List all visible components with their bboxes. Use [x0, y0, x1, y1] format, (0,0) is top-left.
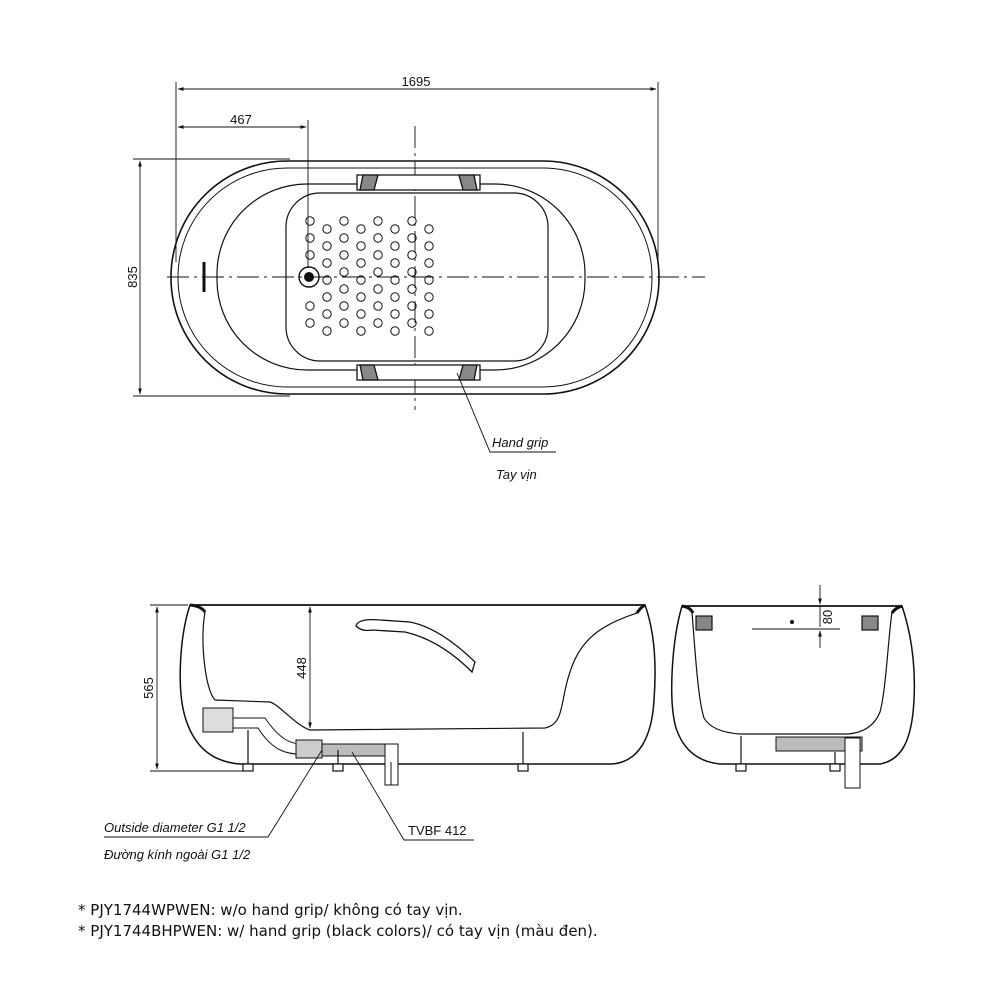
anti-slip-dot: [424, 292, 434, 302]
anti-slip-dot: [390, 258, 400, 268]
anti-slip-dot: [356, 258, 366, 268]
anti-slip-dot: [373, 284, 383, 294]
end-view: [671, 585, 916, 789]
anti-slip-dot: [390, 241, 400, 251]
label-hand-grip-en: Hand grip: [492, 435, 548, 450]
leader-hand-grip: [456, 372, 556, 453]
notes: * PJY1744WPWEN: w/o hand grip/ không có …: [78, 900, 598, 942]
anti-slip-dot: [424, 309, 434, 319]
drain-trap: [295, 739, 399, 786]
anti-slip-dot: [407, 284, 417, 294]
dim-label-drain-offset: 467: [230, 112, 252, 127]
side-hand-grip: [355, 618, 476, 674]
anti-slip-dot: [322, 275, 332, 285]
anti-slip-dot: [339, 301, 349, 311]
anti-slip-dot: [322, 326, 332, 336]
anti-slip-dot: [322, 224, 332, 234]
anti-slip-dot: [305, 318, 315, 328]
hand-grip-top: [356, 174, 481, 191]
anti-slip-dot: [373, 318, 383, 328]
label-hand-grip-vi: Tay vịn: [496, 467, 537, 482]
anti-slip-dot: [305, 250, 315, 260]
anti-slip-dot: [356, 326, 366, 336]
anti-slip-dot: [373, 250, 383, 260]
drain: [298, 266, 320, 288]
anti-slip-dot: [407, 301, 417, 311]
end-shell-outline: [671, 605, 916, 765]
side-view: [104, 603, 656, 841]
end-grip-right: [861, 615, 879, 631]
anti-slip-dot: [424, 224, 434, 234]
anti-slip-dot: [407, 216, 417, 226]
anti-slip-dot: [424, 241, 434, 251]
anti-slip-dot: [356, 275, 366, 285]
dim-label-length: 1695: [402, 74, 431, 89]
anti-slip-dot: [305, 301, 315, 311]
anti-slip-dot: [356, 309, 366, 319]
anti-slip-dot: [322, 309, 332, 319]
anti-slip-dot: [322, 258, 332, 268]
anti-slip-dot: [407, 267, 417, 277]
anti-slip-dot: [390, 292, 400, 302]
anti-slip-dot: [339, 318, 349, 328]
anti-slip-dot: [407, 250, 417, 260]
label-waste: TVBF 412: [408, 823, 467, 838]
anti-slip-dot: [322, 241, 332, 251]
dim-label-depth: 448: [294, 657, 309, 679]
top-view: [133, 82, 705, 453]
anti-slip-dot: [373, 301, 383, 311]
anti-slip-dot: [390, 224, 400, 234]
anti-slip-dot: [424, 275, 434, 285]
anti-slip-dot: [339, 233, 349, 243]
end-grip-left: [695, 615, 713, 631]
note-with-grip: * PJY1744BHPWEN: w/ hand grip (black col…: [78, 922, 598, 940]
anti-slip-dot: [322, 292, 332, 302]
anti-slip-dots: [305, 216, 434, 336]
anti-slip-dot: [356, 241, 366, 251]
anti-slip-dot: [424, 326, 434, 336]
dim-label-height: 565: [141, 677, 156, 699]
anti-slip-dot: [407, 233, 417, 243]
anti-slip-dot: [390, 275, 400, 285]
end-inner-basin: [691, 611, 893, 735]
dim-label-width: 835: [125, 266, 140, 288]
anti-slip-dot: [356, 292, 366, 302]
anti-slip-dot: [373, 267, 383, 277]
anti-slip-dot: [373, 233, 383, 243]
leader-outside-diameter: [104, 749, 323, 838]
anti-slip-dot: [339, 250, 349, 260]
label-outside-diameter-en: Outside diameter G1 1/2: [104, 820, 246, 835]
leader-waste: [351, 751, 474, 841]
anti-slip-dot: [424, 258, 434, 268]
label-outside-diameter-vi: Đường kính ngoài G1 1/2: [104, 847, 251, 862]
end-feet: [735, 736, 841, 772]
dim-label-rim: 80: [820, 610, 835, 624]
anti-slip-dot: [305, 216, 315, 226]
note-without-grip: * PJY1744WPWEN: w/o hand grip/ không có …: [78, 901, 463, 919]
overflow-pipe: [202, 707, 311, 755]
anti-slip-dot: [390, 309, 400, 319]
anti-slip-dot: [339, 284, 349, 294]
anti-slip-dot: [305, 233, 315, 243]
drain-center: [304, 272, 314, 282]
side-shell-outline: [179, 604, 656, 765]
end-trap: [775, 736, 863, 789]
anti-slip-dot: [339, 267, 349, 277]
hand-grip-bottom: [356, 364, 481, 381]
anti-slip-dot: [407, 318, 417, 328]
anti-slip-dot: [356, 224, 366, 234]
side-inner-basin: [202, 611, 638, 731]
anti-slip-dot: [339, 216, 349, 226]
anti-slip-dot: [390, 326, 400, 336]
side-feet: [242, 730, 529, 772]
anti-slip-dot: [373, 216, 383, 226]
